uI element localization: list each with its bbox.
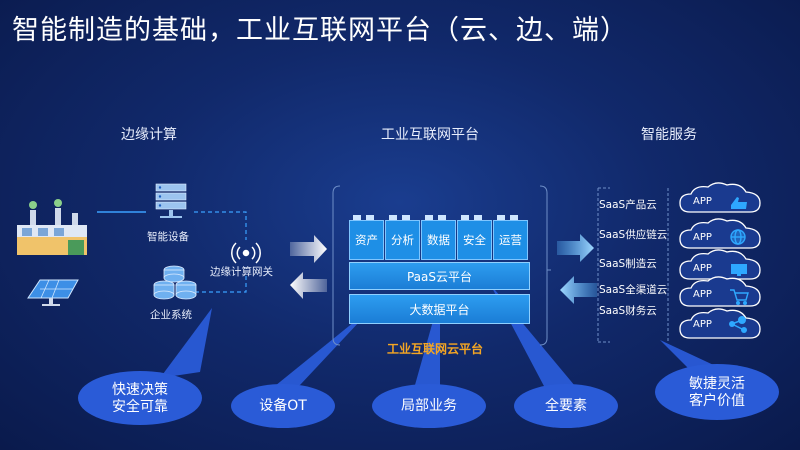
paas-platform-bar: PaaS云平台	[349, 262, 530, 290]
app-label: APP	[693, 196, 712, 207]
connector-dashed	[194, 211, 247, 240]
bubble-local-business-text: 局部业务	[401, 398, 457, 414]
arrow-right-icon	[290, 235, 327, 263]
globe-icon	[730, 229, 746, 245]
bubble-tail-agile	[660, 340, 720, 370]
cloud-icon	[679, 218, 761, 249]
module-operations: 运营	[493, 220, 528, 260]
connector-dashed	[195, 275, 247, 293]
monitor-icon	[731, 264, 747, 276]
bubble-device-ot	[231, 384, 335, 428]
saas-item: SaaS供应链云	[599, 229, 668, 241]
page-title: 智能制造的基础，工业互联网平台（云、边、端）	[12, 15, 628, 46]
share-icon	[729, 316, 747, 333]
app-label: APP	[693, 232, 712, 243]
smart-device-label: 智能设备	[147, 231, 189, 243]
cloud-icon	[679, 182, 761, 213]
bubble-tail-decision	[160, 308, 212, 378]
cart-icon	[730, 289, 749, 306]
server-icon	[155, 183, 187, 218]
bubble-all-elements-text: 全要素	[545, 398, 587, 414]
app-label: APP	[693, 289, 712, 300]
factory-icon	[17, 199, 87, 255]
cloud-icon	[679, 276, 761, 307]
cloud-icon	[679, 308, 761, 339]
platform-bracket-right	[539, 185, 548, 346]
solar-panel-icon	[27, 279, 79, 306]
saas-item: SaaS产品云	[599, 199, 657, 211]
saas-item: SaaS财务云	[599, 305, 657, 317]
section-edge-heading: 边缘计算	[121, 127, 177, 143]
module-analysis: 分析	[385, 220, 420, 260]
bubble-decision-text: 快速决策 安全可靠	[112, 382, 168, 415]
bubble-device-ot-text: 设备OT	[259, 398, 307, 414]
saas-item: SaaS全渠道云	[599, 284, 668, 296]
platform-caption: 工业互联网云平台	[387, 342, 484, 356]
app-label: APP	[693, 319, 712, 330]
database-icon	[153, 265, 197, 300]
module-security: 安全	[457, 220, 492, 260]
arrow-right-icon	[557, 234, 594, 262]
bubble-agile-text: 敏捷灵活 客户价值	[689, 376, 745, 409]
thumbs-up-icon	[731, 197, 747, 209]
module-asset: 资产	[349, 220, 384, 260]
bubble-all-elements	[514, 384, 618, 428]
bubble-agile	[655, 364, 779, 420]
app-label: APP	[693, 263, 712, 274]
antenna-icon	[231, 242, 261, 264]
bubble-decision	[78, 371, 202, 425]
bigdata-platform-bar: 大数据平台	[349, 294, 530, 324]
platform-bracket-left	[332, 185, 341, 346]
bubble-local-business	[372, 384, 486, 428]
section-platform-heading: 工业互联网平台	[381, 127, 479, 143]
bubble-tail-device-ot	[270, 305, 375, 390]
edge-gateway-label: 边缘计算网关	[210, 266, 273, 278]
arrow-left-icon	[560, 276, 597, 304]
module-data: 数据	[421, 220, 456, 260]
arrow-left-icon	[290, 272, 327, 299]
cloud-icon	[679, 249, 761, 280]
saas-item: SaaS制造云	[599, 258, 657, 270]
enterprise-system-label: 企业系统	[150, 309, 192, 321]
section-services-heading: 智能服务	[641, 127, 697, 143]
